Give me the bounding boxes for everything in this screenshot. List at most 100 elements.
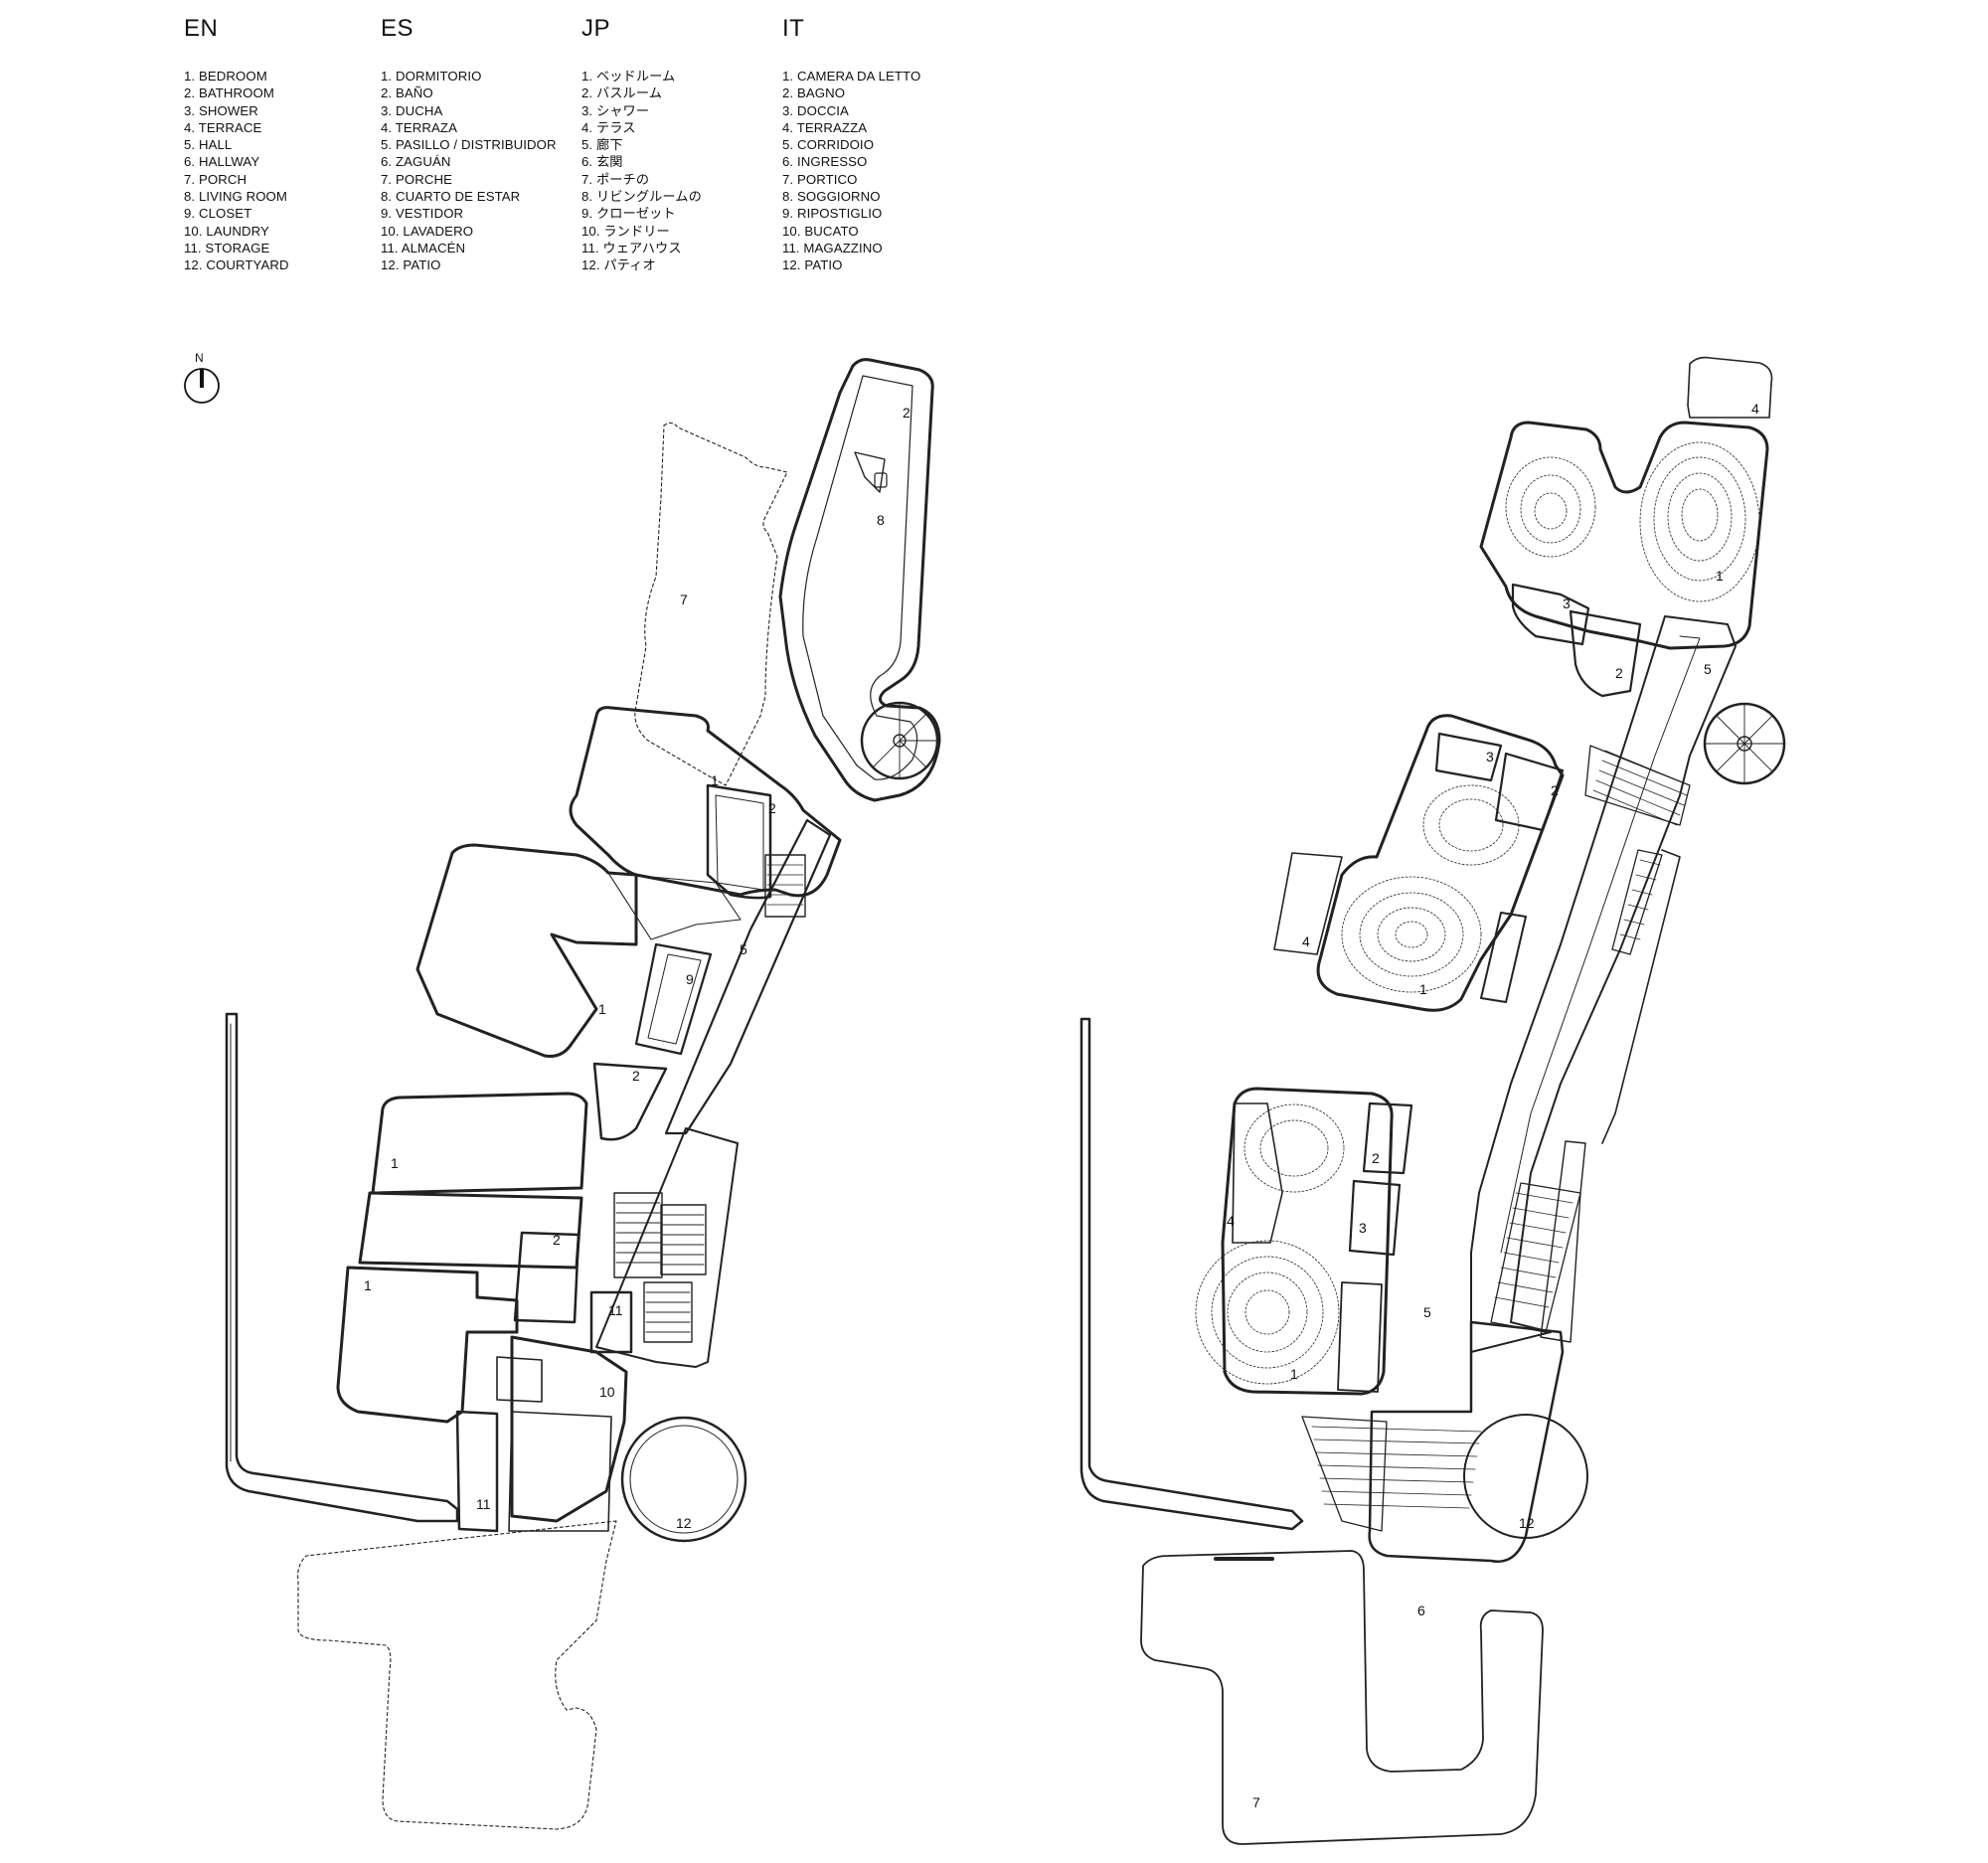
hallway-6 bbox=[1368, 1320, 1565, 1563]
legend-item-it: 8. SOGGIORNO bbox=[782, 189, 881, 205]
right-label-bath-c: 2 bbox=[1372, 1150, 1380, 1166]
right-label-bedroom-b: 1 bbox=[1419, 981, 1427, 997]
courtyard-12-left bbox=[620, 1416, 747, 1543]
legend-item-jp: 5. 廊下 bbox=[581, 137, 623, 153]
courtyard-12-right bbox=[1463, 1414, 1588, 1539]
contour-rings-lower bbox=[1195, 1103, 1345, 1385]
legend-item-en: 12. COURTYARD bbox=[184, 257, 289, 273]
legend-item-it: 6. INGRESSO bbox=[782, 154, 868, 170]
bedroom-1-lower-pod bbox=[1221, 1087, 1394, 1396]
right-label-hall-a: 5 bbox=[1704, 661, 1712, 677]
legend-item-en: 1. BEDROOM bbox=[184, 69, 267, 84]
left-label-closet: 9 bbox=[686, 971, 694, 987]
plan-right-labels: 1 1 1 1 2 2 2 3 3 3 4 4 4 5 5 5 6 7 12 bbox=[1227, 401, 1759, 1810]
left-label-porch: 7 bbox=[680, 592, 688, 607]
hall-5-corridor bbox=[1470, 615, 1737, 1353]
bathroom-2-middle-right bbox=[1494, 752, 1565, 832]
legend-item-jp: 1. ベッドルーム bbox=[581, 69, 676, 84]
bedroom-1-middle bbox=[415, 843, 638, 1058]
shower-3-top bbox=[1511, 583, 1590, 646]
legend-item-it: 12. PATIO bbox=[782, 257, 843, 273]
legend-item-en: 3. SHOWER bbox=[184, 102, 258, 118]
legend-item-jp: 8. リビングルームの bbox=[581, 189, 702, 205]
legend-item-en: 10. LAUNDRY bbox=[184, 223, 269, 239]
bedroom-1-bottom bbox=[336, 1266, 519, 1424]
legend-item-es: 6. ZAGUÁN bbox=[381, 154, 451, 170]
legend-item-jp: 12. パティオ bbox=[581, 257, 656, 273]
fireplace bbox=[854, 451, 886, 493]
legend-item-jp: 7. ポーチの bbox=[581, 171, 650, 187]
bathroom-2-lower bbox=[513, 1231, 580, 1324]
bathroom-2-top bbox=[1569, 609, 1642, 698]
right-label-courtyard: 12 bbox=[1519, 1515, 1535, 1531]
hall-corridor bbox=[664, 818, 832, 1135]
legend-item-es: 2. BAÑO bbox=[381, 85, 433, 101]
north-arrow-icon: N bbox=[184, 351, 220, 404]
living-room-inner bbox=[802, 375, 918, 780]
legend-item-jp: 3. シャワー bbox=[581, 102, 650, 118]
bathroom-2-middle bbox=[592, 1062, 668, 1141]
porch-7-outline bbox=[1140, 1550, 1544, 1845]
legend-item-en: 7. PORCH bbox=[184, 171, 248, 187]
terrace-4-middle bbox=[1273, 852, 1343, 955]
right-label-shower-a: 3 bbox=[1563, 595, 1571, 611]
spiral-stair-upper-left-icon bbox=[860, 701, 939, 780]
contour-rings-middle bbox=[1341, 784, 1520, 993]
right-label-terrace-a: 4 bbox=[1751, 401, 1759, 417]
legend-heading-jp: JP bbox=[581, 15, 611, 42]
legend-item-jp: 11. ウェアハウス bbox=[581, 240, 682, 255]
legend-heading-es: ES bbox=[381, 15, 414, 42]
storage-11-lower bbox=[455, 1410, 499, 1533]
right-label-terrace-c: 4 bbox=[1227, 1213, 1235, 1229]
site-wall-left bbox=[225, 1012, 459, 1523]
left-label-bedroom-a: 1 bbox=[711, 772, 719, 788]
right-label-terrace-b: 4 bbox=[1302, 933, 1310, 949]
legend-heading-en: EN bbox=[184, 15, 219, 42]
left-label-bath-d: 2 bbox=[553, 1232, 561, 1248]
closet-9 bbox=[634, 942, 713, 1056]
shower-3-lower bbox=[1348, 1179, 1402, 1257]
right-label-bedroom-c: 1 bbox=[1290, 1366, 1298, 1382]
legend-item-es: 4. TERRAZA bbox=[381, 119, 457, 135]
left-label-living: 8 bbox=[877, 512, 885, 528]
legend-item-en: 6. HALLWAY bbox=[184, 154, 260, 170]
legend-item-it: 11. MAGAZZINO bbox=[782, 240, 883, 255]
left-label-courtyard: 12 bbox=[676, 1515, 692, 1531]
porch-outline-lower bbox=[297, 1520, 617, 1830]
left-label-bath-c: 2 bbox=[632, 1068, 640, 1084]
stair-enclosure bbox=[595, 1127, 739, 1368]
spiral-stair-right-icon bbox=[1703, 702, 1786, 785]
legend-item-it: 1. CAMERA DA LETTO bbox=[782, 69, 921, 84]
legend-item-jp: 4. テラス bbox=[581, 119, 636, 135]
legend-item-es: 5. PASILLO / DISTRIBUIDOR bbox=[381, 137, 557, 153]
legend-item-es: 3. DUCHA bbox=[381, 102, 443, 118]
bathroom-2-upper bbox=[706, 783, 772, 900]
legend-item-es: 10. LAVADERO bbox=[381, 223, 474, 239]
right-label-hall-b: 5 bbox=[1423, 1304, 1431, 1320]
terrace-4-top bbox=[1687, 356, 1773, 419]
legend-item-en: 9. CLOSET bbox=[184, 206, 252, 222]
right-label-porch: 7 bbox=[1252, 1794, 1260, 1810]
bedroom-1-top-pod bbox=[1479, 421, 1769, 650]
laundry-10 bbox=[510, 1335, 628, 1523]
legend-item-es: 1. DORMITORIO bbox=[381, 69, 482, 84]
bedroom-1-middle-pod bbox=[1316, 714, 1565, 1012]
left-label-bath-b: 2 bbox=[768, 800, 776, 816]
contour-rings-top bbox=[1505, 441, 1760, 602]
legend-item-it: 2. BAGNO bbox=[782, 85, 846, 101]
bedroom-1-upper bbox=[569, 706, 842, 898]
right-label-hallway: 6 bbox=[1417, 1603, 1425, 1618]
bedroom-1-lower-b bbox=[358, 1191, 583, 1270]
left-label-bedroom-d: 1 bbox=[364, 1277, 372, 1293]
legend-item-en: 4. TERRACE bbox=[184, 119, 262, 135]
legend-item-it: 3. DOCCIA bbox=[782, 102, 849, 118]
